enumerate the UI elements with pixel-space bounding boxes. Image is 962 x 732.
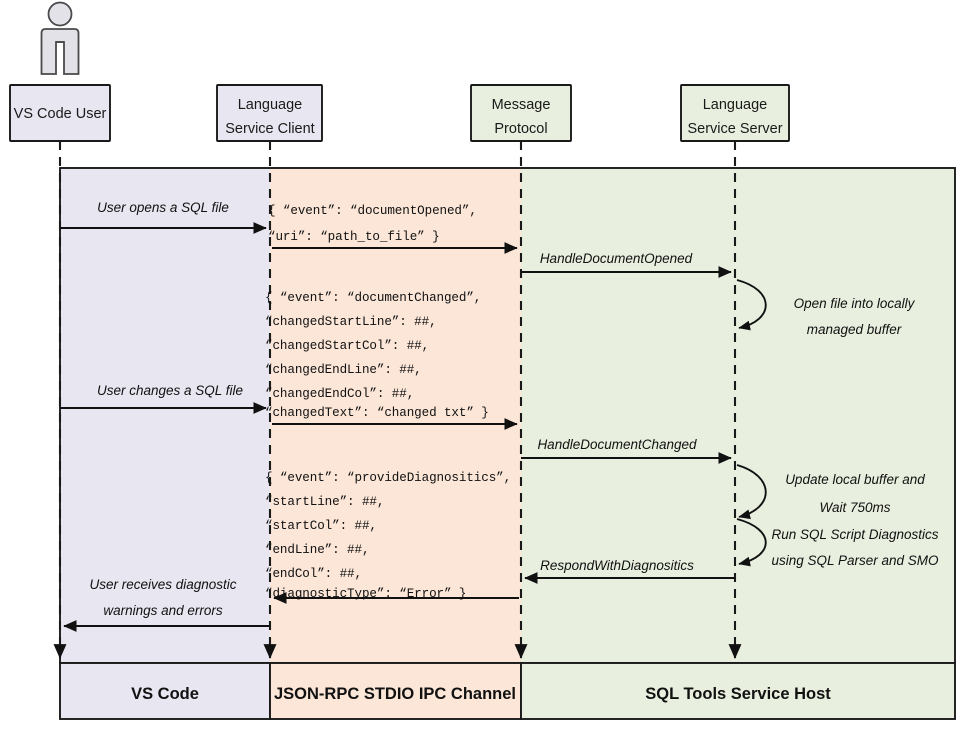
stick-figure-user-icon: [40, 1, 80, 75]
message-document-opened-payload[interactable]: { “event”: “documentOpened”, “uri”: “pat…: [268, 204, 518, 254]
json-document-opened-line-2: “uri”: “path_to_file” }: [268, 230, 440, 244]
json-document-changed-line-3: “changedStartCol”: ##,: [265, 339, 429, 353]
region-protocol: [270, 168, 521, 663]
message-label-user-receives-line-2: warnings and errors: [103, 603, 223, 618]
message-document-changed-payload[interactable]: { “event”: “documentChanged”, “changedSt…: [265, 291, 518, 430]
lifeline-label-vs-code-user: VS Code User: [14, 106, 107, 122]
message-label-user-opens-sql-file: User opens a SQL file: [97, 200, 229, 215]
lifeline-header-language-service-client[interactable]: Language Service Client: [216, 84, 323, 142]
message-handle-document-opened[interactable]: HandleDocumentOpened: [521, 251, 732, 278]
self-loop-update-buffer-and-wait[interactable]: Update local buffer and Wait 750ms: [736, 464, 925, 520]
json-provide-diagnositics-line-5: “endCol”: ##,: [265, 567, 362, 581]
lifeline-header-language-service-server[interactable]: Language Service Server: [680, 84, 790, 142]
note-open-file-line-1: Open file into locally: [794, 296, 916, 311]
region-server: [521, 168, 955, 663]
self-loop-run-sql-script-diagnostics[interactable]: Run SQL Script Diagnostics using SQL Par…: [736, 518, 939, 568]
footer-bar: VS Code JSON-RPC STDIO IPC Channel SQL T…: [59, 662, 956, 720]
note-open-file-line-2: managed buffer: [807, 322, 902, 337]
message-label-handle-document-opened: HandleDocumentOpened: [540, 251, 693, 266]
json-document-changed-line-5: “changedEndCol”: ##,: [265, 387, 414, 401]
note-run-diagnostics-line-2: using SQL Parser and SMO: [771, 553, 939, 568]
lifeline-label-language-server-1: Language: [703, 97, 768, 113]
message-label-respond-with-diagnositics: RespondWithDiagnositics: [540, 558, 694, 573]
message-provide-diagnositics-payload[interactable]: { “event”: “provideDiagnositics”, “start…: [265, 471, 519, 604]
lifeline-headers: VS Code User Language Service Client Mes…: [9, 84, 790, 142]
footer-segment-jsonrpc[interactable]: JSON-RPC STDIO IPC Channel: [269, 662, 522, 720]
json-provide-diagnositics-line-4: “endLine”: ##,: [265, 543, 369, 557]
footer-segment-vs-code[interactable]: VS Code: [59, 662, 271, 720]
message-user-changes-sql-file[interactable]: User changes a SQL file: [60, 383, 267, 414]
note-run-diagnostics-line-1: Run SQL Script Diagnostics: [771, 527, 938, 542]
lifeline-header-vs-code-user[interactable]: VS Code User: [9, 84, 111, 142]
message-handle-document-changed[interactable]: HandleDocumentChanged: [521, 437, 732, 464]
message-label-user-receives-line-1: User receives diagnostic: [89, 577, 236, 592]
note-update-buffer-line-2: Wait 750ms: [819, 500, 890, 515]
json-document-changed-line-6: “changedText”: “changed txt” }: [265, 406, 489, 420]
json-document-changed-line-2: “changedStartLine”: ##,: [265, 315, 437, 329]
message-label-user-changes-sql-file: User changes a SQL file: [97, 383, 243, 398]
message-user-opens-sql-file[interactable]: User opens a SQL file: [60, 200, 267, 234]
lifeline-label-language-client-2: Service Client: [225, 121, 314, 137]
json-provide-diagnositics-line-1: { “event”: “provideDiagnositics”,: [265, 471, 511, 485]
message-respond-with-diagnositics[interactable]: RespondWithDiagnositics: [524, 558, 735, 584]
json-document-changed-line-1: { “event”: “documentChanged”,: [265, 291, 481, 305]
lifeline-label-language-server-2: Service Server: [687, 121, 782, 137]
footer-label-vs-code: VS Code: [131, 685, 199, 703]
json-document-opened-line-1: { “event”: “documentOpened”,: [268, 204, 477, 218]
footer-segment-sql-tools[interactable]: SQL Tools Service Host: [520, 662, 956, 720]
json-provide-diagnositics-line-3: “startCol”: ##,: [265, 519, 377, 533]
message-user-receives-diagnostics[interactable]: User receives diagnostic warnings and er…: [63, 577, 270, 632]
lifeline-label-message-protocol-2: Protocol: [494, 121, 547, 137]
footer-label-jsonrpc: JSON-RPC STDIO IPC Channel: [274, 685, 516, 703]
lifeline-label-message-protocol-1: Message: [492, 97, 551, 113]
message-label-handle-document-changed: HandleDocumentChanged: [537, 437, 697, 452]
region-vscode: [60, 168, 270, 663]
swimlane-regions: [59, 167, 956, 664]
self-loop-open-file-into-buffer[interactable]: Open file into locally managed buffer: [736, 279, 916, 337]
messages: User opens a SQL file { “event”: “docume…: [60, 200, 939, 632]
lifeline-label-language-client-1: Language: [238, 97, 303, 113]
json-document-changed-line-4: “changedEndLine”: ##,: [265, 363, 422, 377]
note-update-buffer-line-1: Update local buffer and: [785, 472, 925, 487]
lifeline-header-message-protocol[interactable]: Message Protocol: [470, 84, 572, 142]
json-provide-diagnositics-line-2: “startLine”: ##,: [265, 495, 384, 509]
footer-label-sql-tools: SQL Tools Service Host: [645, 685, 831, 703]
